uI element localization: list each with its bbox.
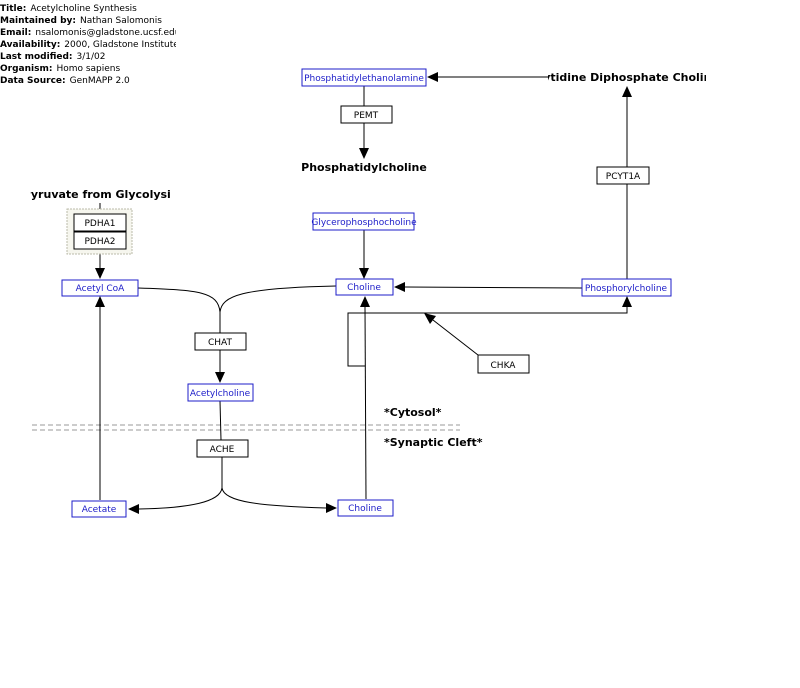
metabolite-label: Acetyl CoA — [76, 284, 125, 294]
pathway-info-panel: Title:Acetylcholine Synthesis Maintained… — [0, 3, 176, 87]
info-title: Title:Acetylcholine Synthesis — [0, 4, 137, 14]
metabolite-acetylcholine[interactable]: Acetylcholine — [187, 383, 254, 402]
metabolite-glycerophosphocholine[interactable]: Glycerophosphocholine — [311, 212, 417, 231]
info-maintainer: Maintained by:Nathan Salomonis — [0, 16, 162, 26]
metabolite-label: Phosphatidylethanolamine — [304, 74, 424, 84]
gene-label: PDHA1 — [84, 219, 115, 229]
label-cytosol: *Cytosol* — [384, 406, 442, 419]
metabolite-acetate[interactable]: Acetate — [71, 500, 127, 518]
metabolite-label: Glycerophosphocholine — [311, 218, 417, 228]
info-last-modified: Last modified:3/1/02 — [0, 52, 106, 62]
metabolite-label: Acetylcholine — [190, 389, 251, 399]
info-availability: Availability:2000, Gladstone Institutes — [0, 40, 176, 50]
metabolite-label: Acetate — [82, 505, 117, 515]
metabolite-label: Choline — [347, 283, 381, 293]
gene-chka[interactable]: CHKA — [477, 354, 530, 374]
gene-pemt[interactable]: PEMT — [340, 105, 393, 124]
metabolite-choline-cytosol[interactable]: Choline — [335, 278, 394, 296]
gene-label: CHAT — [208, 338, 233, 348]
gene-label: CHKA — [491, 361, 517, 371]
metabolite-acetyl-coa[interactable]: Acetyl CoA — [61, 279, 139, 297]
metabolite-label: Choline — [348, 504, 382, 514]
label-cdp-choline: Cytidine Diphosphate Choline — [535, 71, 719, 84]
info-organism: Organism:Homo sapiens — [0, 64, 121, 74]
gene-label: ACHE — [210, 445, 235, 455]
metabolite-label: Phosphorylcholine — [585, 284, 668, 294]
gene-ache[interactable]: ACHE — [196, 439, 249, 458]
metabolite-choline-cleft[interactable]: Choline — [337, 499, 394, 517]
gene-chat[interactable]: CHAT — [194, 332, 247, 351]
gene-label: PDHA2 — [84, 237, 115, 247]
info-data-source: Data Source:GenMAPP 2.0 — [0, 76, 130, 86]
gene-pdha2[interactable]: PDHA2 — [73, 231, 127, 250]
gene-label: PCYT1A — [606, 172, 641, 182]
label-synaptic-cleft: *Synaptic Cleft* — [384, 436, 483, 449]
pathway-edges — [95, 72, 632, 514]
gene-pcyt1a[interactable]: PCYT1A — [596, 166, 650, 185]
label-phosphatidylcholine: Phosphatidylcholine — [301, 161, 427, 174]
info-email: Email:nsalomonis@gladstone.ucsf.edu — [0, 28, 176, 38]
label-pyruvate: Pyruvate from Glycolysis — [23, 188, 178, 201]
metabolite-phosphorylcholine[interactable]: Phosphorylcholine — [581, 278, 672, 297]
cell-membrane — [32, 424, 460, 431]
metabolite-phosphatidylethanolamine[interactable]: Phosphatidylethanolamine — [301, 68, 427, 87]
gene-pdha1[interactable]: PDHA1 — [73, 213, 127, 232]
gene-label: PEMT — [354, 111, 379, 121]
